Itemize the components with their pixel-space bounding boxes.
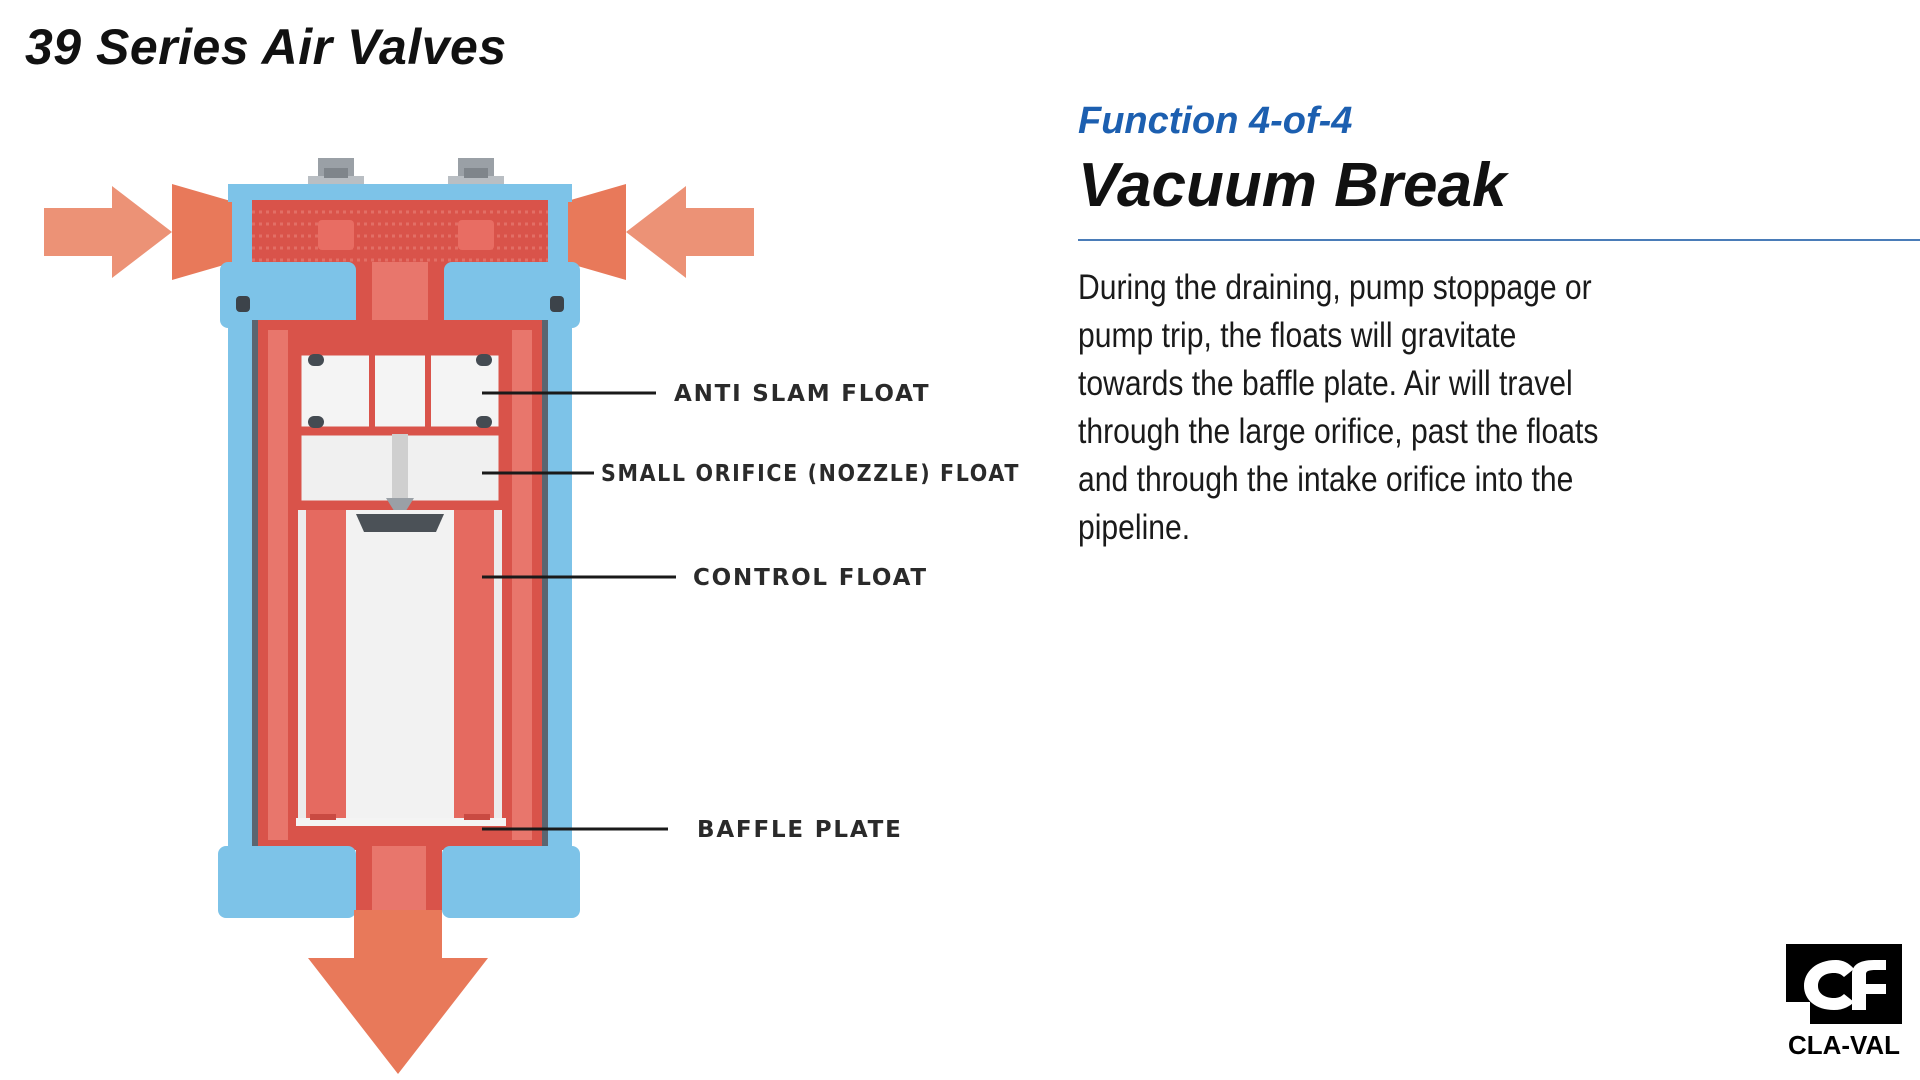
small-orifice-float [298,432,502,514]
valve-cutaway-diagram: ANTI SLAM FLOAT SMALL ORIFICE (NOZZLE) F… [44,158,1020,1074]
valve-body-walls [228,320,572,850]
function-subtitle: Function 4-of-4 [1078,100,1353,142]
logo-text: CLA-VAL [1788,1030,1900,1058]
label-anti-slam-float: ANTI SLAM FLOAT [674,381,930,407]
label-control-float: CONTROL FLOAT [693,565,928,591]
page-title: 39 Series Air Valves [25,19,507,75]
label-baffle-plate: BAFFLE PLATE [697,817,903,843]
anti-slam-float [298,352,502,430]
intake-screen-mesh [252,210,548,262]
cla-val-logo: CLA-VAL [1786,944,1902,1058]
upper-flange [220,262,580,328]
baffle-plate [296,814,506,826]
control-float [298,510,502,822]
inner-bolt-heads [318,220,494,250]
discharge-arrow [308,910,488,1074]
section-divider [1078,239,1920,241]
lower-flange [218,846,580,918]
intake-arrow-left [44,184,248,280]
intake-screen [252,200,548,274]
callout-lines [482,391,676,831]
top-cover [228,184,572,274]
interior-shading [268,330,532,840]
label-small-orifice-float: SMALL ORIFICE (NOZZLE) FLOAT [601,461,1020,487]
function-description: During the draining, pump stoppage or pu… [1078,268,1599,547]
intake-arrow-right [550,184,754,280]
function-title: Vacuum Break [1078,151,1507,220]
top-bolts [308,158,504,190]
